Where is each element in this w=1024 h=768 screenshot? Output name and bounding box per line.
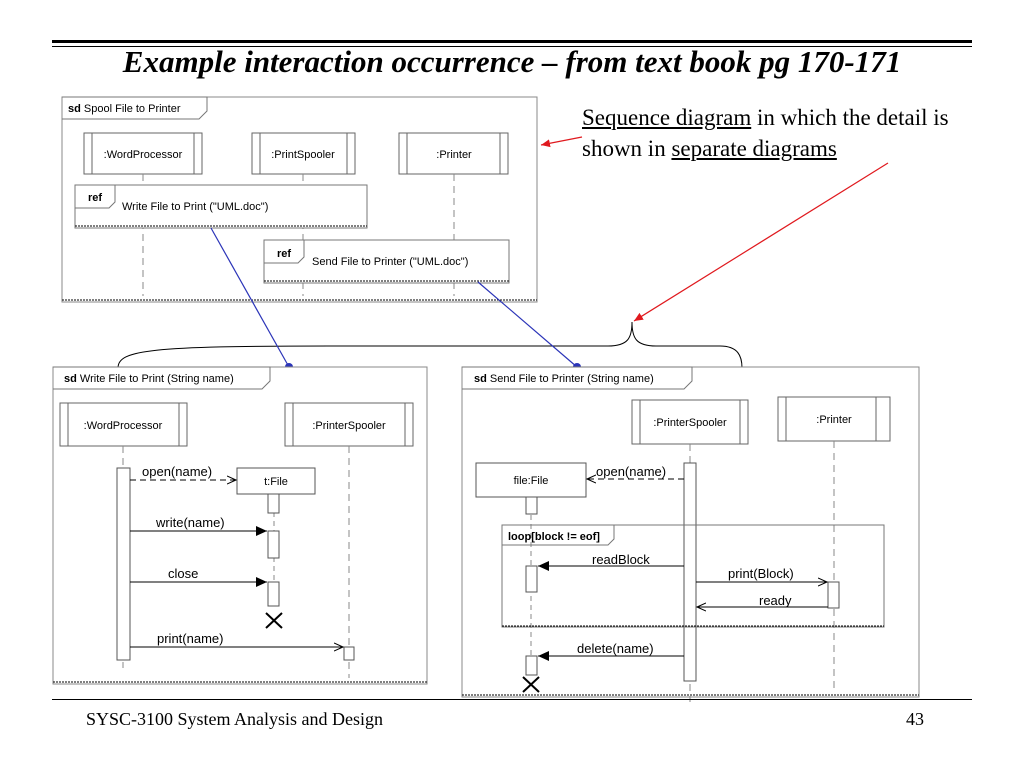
message-delete: delete(name): [538, 641, 684, 661]
lifeline-label: :PrinterSpooler: [653, 417, 727, 429]
message-readblock: readBlock: [538, 552, 684, 571]
frame-keyword: sd: [64, 373, 77, 385]
note-link-sequence-diagram: Sequence diagram: [582, 105, 752, 130]
footer-page-number: 43: [906, 709, 924, 729]
ref-text: Send File to Printer ("UML.doc"): [312, 256, 468, 268]
red-arrow-to-main: [540, 136, 583, 148]
message-label: open(name): [142, 464, 212, 479]
bottom-rule: [52, 699, 972, 700]
lifeline-label: :Printer: [436, 149, 472, 161]
top-rule-thin: [52, 46, 972, 47]
lifeline-printer-main: :Printer: [398, 132, 509, 296]
annotation-note: Sequence diagram in which the detail is …: [582, 102, 1002, 164]
message-print: print(name): [130, 631, 343, 647]
message-label: print(name): [157, 631, 223, 646]
note-link-separate-diagrams: separate diagrams: [671, 136, 837, 161]
ref-keyword: ref: [88, 192, 102, 204]
lifeline-printer-send: :Printer: [777, 396, 891, 692]
slide-title: Example interaction occurrence – from te…: [122, 44, 902, 79]
object-label: file:File: [514, 475, 549, 487]
ref-write-file-to-print: ref Write File to Print ("UML.doc"): [74, 184, 368, 229]
message-label: ready: [759, 593, 792, 608]
object-file-file: file:File: [475, 462, 587, 693]
svg-text:sd Write File to Print (String: sd Write File to Print (String name): [64, 373, 234, 385]
message-label: print(Block): [728, 566, 794, 581]
frame-title: Write File to Print (String name): [80, 373, 234, 385]
message-ready: ready: [697, 593, 828, 608]
loop-fragment: loop[block != eof]: [501, 524, 885, 628]
message-label: close: [168, 566, 198, 581]
lifeline-label: :WordProcessor: [84, 420, 163, 432]
frame-title: Send File to Printer (String name): [490, 373, 654, 385]
svg-text:sd Spool File to Printer: sd Spool File to Printer: [68, 103, 181, 115]
ref-send-file-to-printer: ref Send File to Printer ("UML.doc"): [263, 239, 510, 284]
message-write: write(name): [130, 515, 267, 536]
lifeline-printspooler-main: :PrintSpooler: [251, 132, 356, 296]
frame-keyword: sd: [474, 373, 487, 385]
message-label: delete(name): [577, 641, 654, 656]
lifeline-label: :PrintSpooler: [271, 149, 335, 161]
footer-course: SYSC-3100 System Analysis and Design: [86, 709, 384, 729]
object-t-file: t:File: [236, 467, 316, 629]
lifeline-label: :PrinterSpooler: [312, 420, 386, 432]
lifeline-wordprocessor-main: :WordProcessor: [83, 132, 203, 296]
red-arrow-to-brace: [633, 162, 889, 322]
lifeline-printerspooler-write: :PrinterSpooler: [284, 402, 414, 678]
top-rule-thick: [52, 40, 972, 43]
message-label: write(name): [155, 515, 225, 530]
loop-label: loop[block != eof]: [508, 531, 600, 543]
message-open-send: open(name): [587, 464, 684, 479]
lifeline-label: :WordProcessor: [104, 149, 183, 161]
lifeline-label: :Printer: [816, 414, 852, 426]
frame-keyword: sd: [68, 103, 81, 115]
lifeline-wordprocessor: :WordProcessor: [59, 402, 188, 668]
message-label: open(name): [596, 464, 666, 479]
message-open-write: open(name): [130, 464, 236, 480]
ref-text: Write File to Print ("UML.doc"): [122, 201, 268, 213]
svg-text:sd Send File to Printer (Strin: sd Send File to Printer (String name): [474, 373, 654, 385]
message-print-block: print(Block): [696, 566, 827, 582]
frame-title: Spool File to Printer: [84, 103, 181, 115]
ref-keyword: ref: [277, 248, 291, 260]
brace: [117, 321, 743, 369]
object-label: t:File: [264, 476, 288, 488]
message-close: close: [130, 566, 267, 587]
note-text: in which the detail is shown in: [582, 105, 949, 161]
message-label: readBlock: [592, 552, 650, 567]
